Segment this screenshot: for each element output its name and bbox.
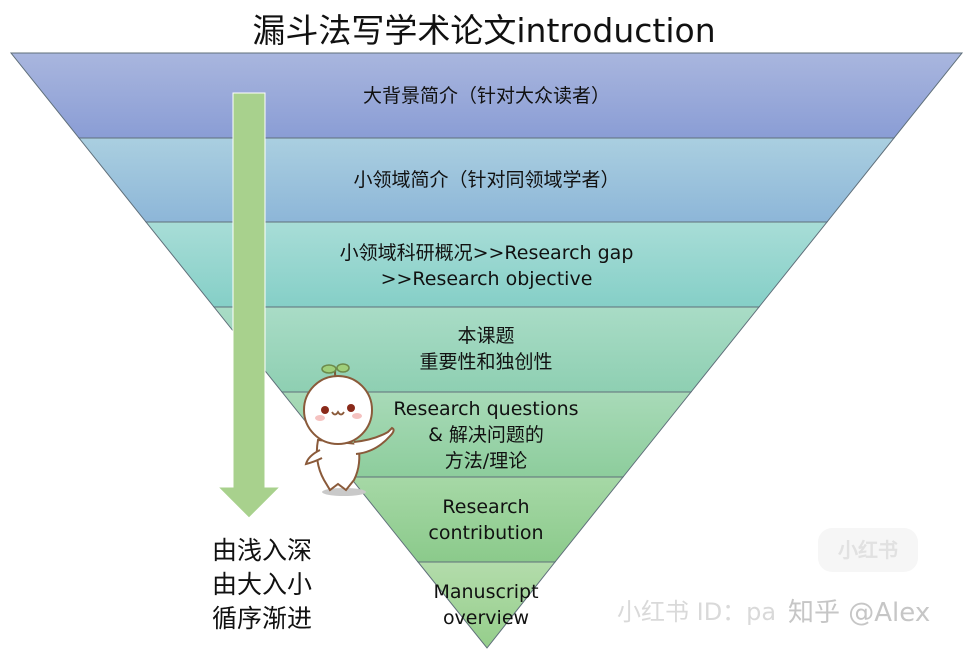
level-6-label: Research contribution xyxy=(386,494,586,546)
level-5-text-line-2: & 解决问题的 xyxy=(428,424,544,446)
level-1-label: 大背景简介（针对大众读者） xyxy=(200,83,773,109)
level-5-text-line-3: 方法/理论 xyxy=(444,450,528,472)
funnel-bands xyxy=(9,52,964,649)
level-4-text-line-1: 本课题 xyxy=(457,325,515,347)
xiaohongshu-watermark-badge: 小红书 xyxy=(818,528,918,572)
level-5-text-line-1: Research questions xyxy=(393,398,579,420)
level-6-text-line-2: contribution xyxy=(428,522,544,544)
funnel-band-7 xyxy=(416,561,557,649)
level-2-label: 小领域简介（针对同领域学者） xyxy=(200,167,773,193)
caption-line-1: 由浅入深 xyxy=(212,536,313,565)
level-7-text-line-1: Manuscript xyxy=(433,581,539,603)
caption-line-3: 循序渐进 xyxy=(212,604,313,633)
caption-line-2: 由大入小 xyxy=(212,570,313,599)
level-4-label: 本课题 重要性和独创性 xyxy=(286,323,686,375)
level-3-text-line-2: >>Research objective xyxy=(380,268,593,290)
zhihu-watermark: 知乎 @Alex xyxy=(788,598,931,628)
level-4-text-line-2: 重要性和独创性 xyxy=(419,351,553,373)
level-5-label: Research questions & 解决问题的 方法/理论 xyxy=(336,396,636,474)
diagram-title: 漏斗法写学术论文introduction xyxy=(252,11,716,50)
mascot-sticker-icon xyxy=(303,363,395,496)
level-2-text: 小领域简介（针对同领域学者） xyxy=(353,169,620,191)
xiaohongshu-id-watermark: 小红书 ID：pa xyxy=(617,598,777,626)
level-3-label: 小领域科研概况>>Research gap >>Research objecti… xyxy=(200,240,773,292)
progression-caption: 由浅入深 由大入小 循序渐进 xyxy=(212,534,312,636)
level-3-text-line-1: 小领域科研概况>>Research gap xyxy=(339,242,634,264)
level-6-text-line-1: Research xyxy=(442,496,530,518)
level-1-text: 大背景简介（针对大众读者） xyxy=(362,85,610,107)
level-7-text-line-2: overview xyxy=(442,607,530,629)
down-arrow-icon xyxy=(216,92,282,519)
level-7-label: Manuscript overview xyxy=(406,579,566,631)
